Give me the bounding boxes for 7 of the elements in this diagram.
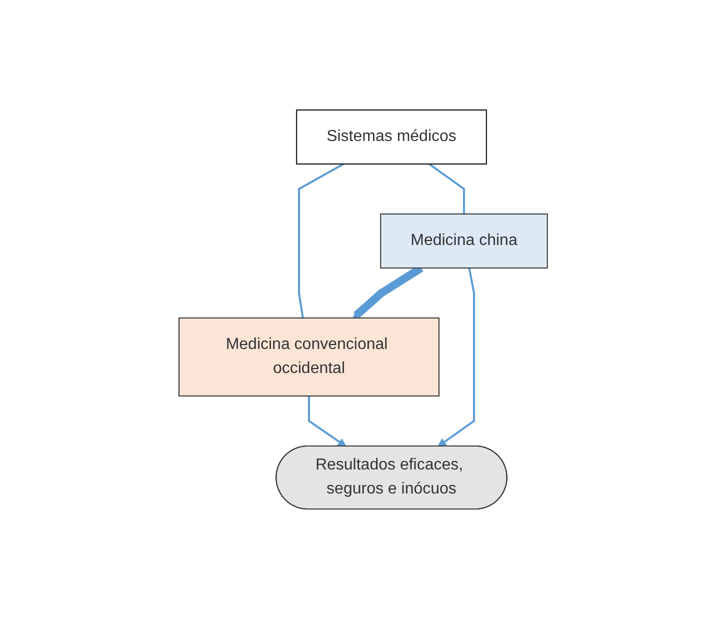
connector bbox=[428, 163, 466, 214]
arrow bbox=[308, 396, 347, 447]
node-box: Medicina china bbox=[380, 214, 548, 268]
node-box: Medicina convencional occidental bbox=[178, 318, 440, 396]
arrow bbox=[438, 268, 476, 447]
connector bbox=[298, 163, 344, 318]
node-box: Sistemas médicos bbox=[296, 110, 488, 164]
